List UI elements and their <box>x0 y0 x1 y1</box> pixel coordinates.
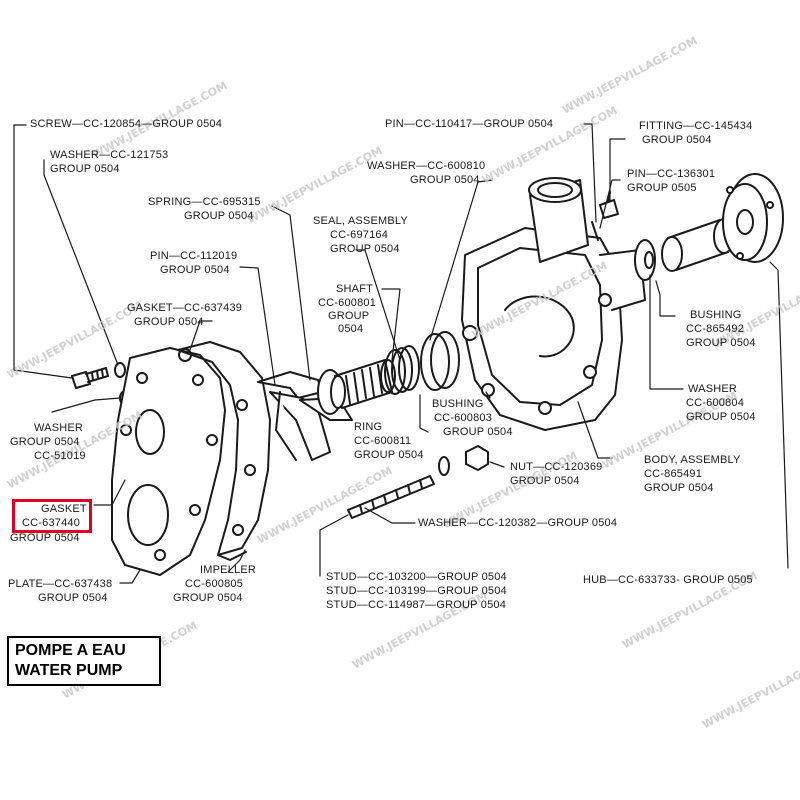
plate-bolt-hole <box>154 549 166 561</box>
label-washer-121753: WASHER—CC-121753 <box>50 149 169 161</box>
label-pin-136301-group: GROUP 0505 <box>627 182 697 194</box>
label-nut-group: GROUP 0504 <box>510 475 580 487</box>
label-screw: SCREW—CC-120854—GROUP 0504 <box>30 118 223 130</box>
label-washer-600810: WASHER—CC-600810 <box>367 160 486 172</box>
seal-drawing <box>384 345 420 395</box>
label-stud-2: STUD—CC-103199—GROUP 0504 <box>326 585 507 597</box>
label-ring-group: GROUP 0504 <box>354 449 424 461</box>
label-seal: SEAL, ASSEMBLY <box>313 215 408 227</box>
plate-drawing <box>111 347 226 576</box>
washer-120382-drawing <box>438 456 450 476</box>
label-washer-600804: WASHER <box>688 383 738 395</box>
label-gasket-637440: GASKET <box>41 503 87 515</box>
gasket-bolt-hole <box>232 524 244 536</box>
shaft-drawing <box>330 359 396 409</box>
washer-121753-drawing <box>114 362 126 378</box>
label-pin-112019-group: GROUP 0504 <box>160 264 230 276</box>
label-stud-1: STUD—CC-103200—GROUP 0504 <box>326 571 507 583</box>
title-english: WATER PUMP <box>15 662 123 679</box>
label-washer-51019-part: CC-51019 <box>34 450 86 462</box>
label-spring: SPRING—CC-695315 <box>148 196 261 208</box>
washer-600804-drawing <box>634 239 656 281</box>
plate-bolt-hole <box>120 424 132 436</box>
label-impeller-group: GROUP 0504 <box>173 592 243 604</box>
label-bushing-865492-group: GROUP 0504 <box>686 337 756 349</box>
label-plate: PLATE—CC-637438 <box>8 578 113 590</box>
ring-drawing <box>420 331 460 391</box>
label-stud-3: STUD—CC-114987—GROUP 0504 <box>326 599 507 611</box>
label-shaft-group-num: 0504 <box>338 323 364 335</box>
label-bushing-865492: BUSHING <box>690 309 742 321</box>
label-body-group: GROUP 0504 <box>644 482 714 494</box>
label-plate-group: GROUP 0504 <box>38 592 108 604</box>
nut-drawing <box>465 445 489 471</box>
plate-bolt-hole <box>192 374 204 386</box>
label-bushing-600803: BUSHING <box>432 398 484 410</box>
pin-110417-drawing <box>591 221 599 241</box>
label-gasket-637440-group: GROUP 0504 <box>10 532 80 544</box>
body-drawing <box>461 177 646 431</box>
title-french: POMPE A EAU <box>15 642 126 659</box>
label-gasket-637439-group: GROUP 0504 <box>134 316 204 328</box>
gasket-bolt-hole <box>236 399 248 411</box>
stud-drawing <box>347 475 435 519</box>
label-impeller-part: CC-600805 <box>185 578 244 590</box>
label-shaft-group: GROUP <box>328 310 370 322</box>
label-body: BODY, ASSEMBLY <box>644 454 741 466</box>
label-shaft: SHAFT <box>336 283 374 295</box>
label-washer-600810-group: GROUP 0504 <box>410 174 480 186</box>
label-washer-120382: WASHER—CC-120382—GROUP 0504 <box>418 517 618 529</box>
label-impeller: IMPELLER <box>200 564 257 576</box>
plate-hole <box>127 484 169 546</box>
label-washer-600804-part: CC-600804 <box>686 397 745 409</box>
label-seal-group: GROUP 0504 <box>330 243 400 255</box>
label-body-part: CC-865491 <box>644 468 703 480</box>
plate-bolt-hole <box>136 372 148 384</box>
label-shaft-part: CC-600801 <box>318 297 377 309</box>
highlight-box <box>12 499 92 533</box>
label-seal-part: CC-697164 <box>330 229 389 241</box>
label-nut: NUT—CC-120369 <box>510 461 603 473</box>
gasket-bolt-hole <box>244 464 256 476</box>
label-pin-136301: PIN—CC-136301 <box>627 168 716 180</box>
label-ring-part: CC-600811 <box>354 435 412 447</box>
plate-hole <box>135 409 165 455</box>
label-bushing-865492-part: CC-865492 <box>686 323 745 335</box>
label-pin-112019: PIN—CC-112019 <box>150 250 238 262</box>
label-washer-121753-group: GROUP 0504 <box>50 163 120 175</box>
gasket-bolt-hole <box>178 348 192 362</box>
title-box: POMPE A EAU WATER PUMP <box>7 636 161 686</box>
label-fitting-group: GROUP 0504 <box>642 134 712 146</box>
label-hub: HUB—CC-633733- GROUP 0505 <box>583 574 753 586</box>
label-bushing-600803-group: GROUP 0504 <box>443 426 513 438</box>
label-washer-600804-group: GROUP 0504 <box>686 411 756 423</box>
leader-lines <box>13 123 789 584</box>
screw-drawing <box>71 367 109 389</box>
label-washer-51019-group: GROUP 0504 <box>10 436 80 448</box>
hub-drawing <box>722 173 784 263</box>
label-gasket-637440-part: CC-637440 <box>22 517 81 529</box>
fitting-drawing <box>599 191 619 219</box>
label-pin-110417: PIN—CC-110417—GROUP 0504 <box>385 118 554 130</box>
label-gasket-637439: GASKET—CC-637439 <box>127 302 243 314</box>
label-bushing-600803-part: CC-600803 <box>434 412 493 424</box>
plate-bolt-hole <box>189 504 201 516</box>
label-washer-51019: WASHER <box>34 422 84 434</box>
label-spring-group: GROUP 0504 <box>184 210 254 222</box>
gasket-637439-drawing <box>177 341 271 556</box>
plate-bolt-hole <box>206 434 218 446</box>
label-ring: RING <box>354 421 383 433</box>
label-fitting: FITTING—CC-145434 <box>639 120 753 132</box>
